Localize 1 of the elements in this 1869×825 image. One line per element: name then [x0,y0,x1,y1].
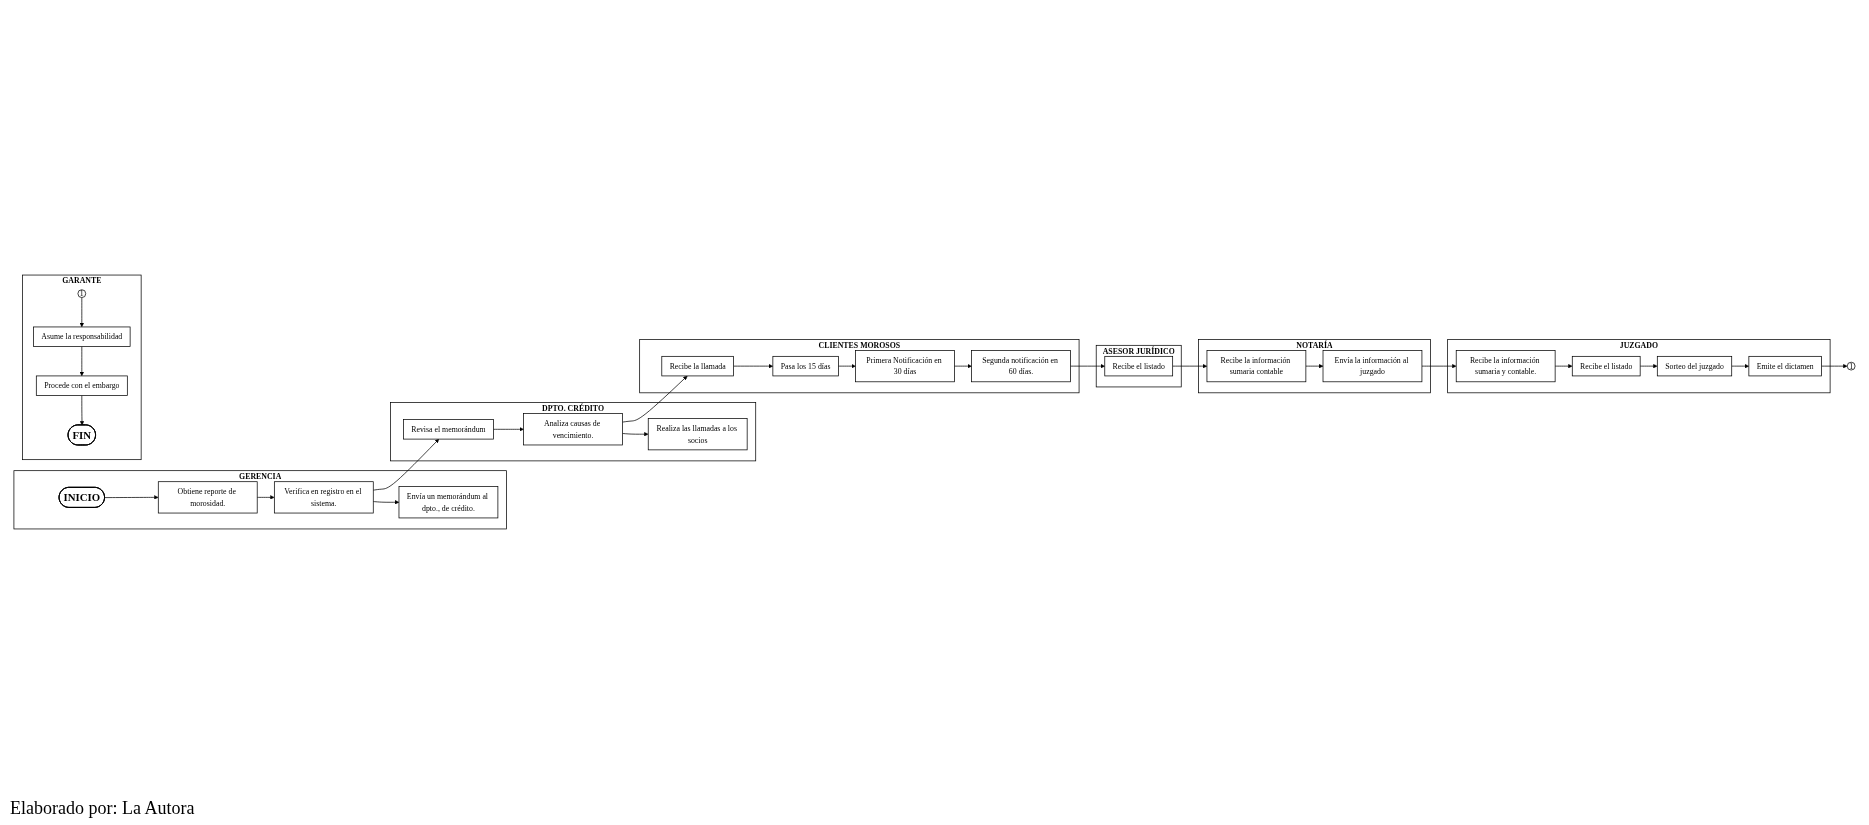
source-note: Elaborado por: La Autora [10,798,195,819]
